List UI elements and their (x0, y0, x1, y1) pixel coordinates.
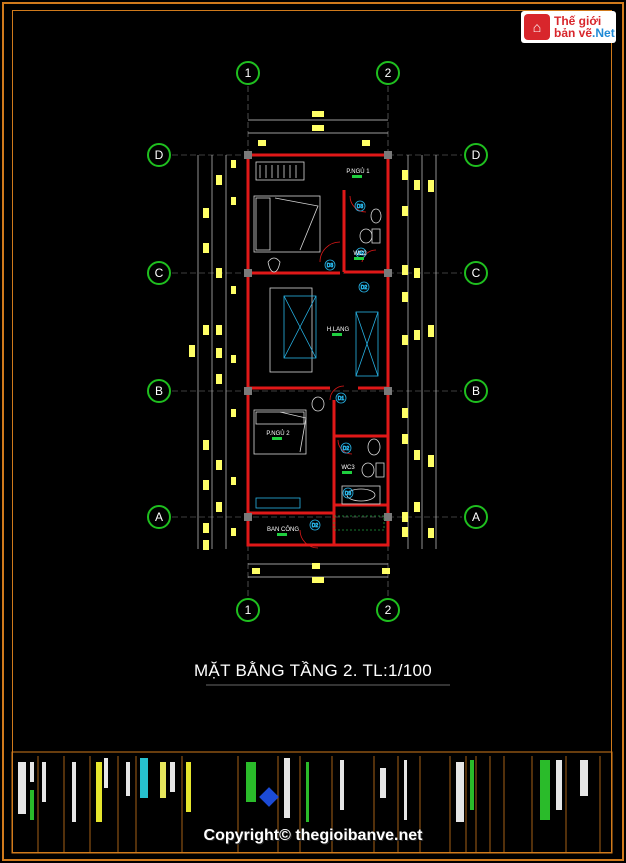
dimension-text (414, 330, 420, 340)
axis-label-2: 2 (385, 603, 392, 617)
dimension-text (428, 528, 434, 538)
dimension-text (252, 568, 260, 574)
dimension-text (402, 527, 408, 537)
logo-line1: Thế giới (554, 14, 602, 28)
house-icon: ⌂ (524, 14, 550, 40)
door-tag: D2 (343, 446, 350, 452)
dimension-text (231, 528, 236, 536)
dimension-text (231, 409, 236, 417)
dimension-text (216, 460, 222, 470)
door-tag: D3 (327, 263, 334, 269)
axis-bubble-B: B (147, 379, 171, 403)
axis-label-B: B (155, 384, 163, 398)
axis-bubble-1: 1 (236, 61, 260, 85)
axis-label-1: 1 (245, 603, 252, 617)
axis-label-2: 2 (385, 66, 392, 80)
dimension-text (231, 286, 236, 294)
site-logo[interactable]: ⌂ Thế giới bản vẽ.Net (521, 11, 616, 43)
logo-line2: bản vẽ (554, 26, 593, 40)
dimension-text (402, 335, 408, 345)
axis-bubble-2: 2 (376, 61, 400, 85)
dimension-text (402, 265, 408, 275)
dimension-text (216, 502, 222, 512)
room-label: P.NGỦ 1 (346, 168, 370, 175)
axis-label-1: 1 (245, 66, 252, 80)
dimension-text (216, 374, 222, 384)
dimension-text (414, 502, 420, 512)
dimension-text (231, 160, 236, 168)
axis-bubble-D: D (464, 143, 488, 167)
door-tag: D1 (338, 396, 345, 402)
dimension-text (382, 568, 390, 574)
axis-bubble-D: D (147, 143, 171, 167)
drawing-title: MẶT BẰNG TẦNG 2. TL:1/100 (193, 661, 433, 680)
dimension-text (312, 577, 324, 583)
room-label: WC2 (353, 251, 367, 257)
axis-bubble-1: 1 (236, 598, 260, 622)
axis-bubble-B: B (464, 379, 488, 403)
door-tag: D3 (345, 491, 352, 497)
door-tag: D2 (361, 285, 368, 291)
dimension-text (402, 434, 408, 444)
dimension-text (414, 450, 420, 460)
dimension-text (312, 125, 324, 131)
dimension-text (203, 540, 209, 550)
dimension-text (231, 355, 236, 363)
dimension-text (203, 440, 209, 450)
logo-suffix: .Net (592, 26, 615, 40)
axis-label-A: A (155, 510, 163, 524)
dimension-text (203, 208, 209, 218)
room-label: BAN CÔNG (267, 526, 299, 533)
dimension-text (414, 268, 420, 278)
dimension-text (312, 111, 324, 117)
dimension-text (402, 512, 408, 522)
axis-label-A: A (472, 510, 480, 524)
axis-bubble-A: A (464, 505, 488, 529)
dimension-text (428, 325, 434, 337)
axis-label-C: C (155, 266, 164, 280)
axis-label-C: C (472, 266, 481, 280)
dimension-text (203, 480, 209, 490)
dimension-text (362, 140, 370, 146)
dimension-text (216, 268, 222, 278)
axis-label-D: D (155, 148, 164, 162)
dimension-text (428, 455, 434, 467)
dimension-text (216, 348, 222, 358)
dimension-text (414, 180, 420, 190)
axis-bubble-C: C (147, 261, 171, 285)
dimension-text (203, 325, 209, 335)
axis-bubble-C: C (464, 261, 488, 285)
dimension-text (402, 292, 408, 302)
door-tag: D2 (358, 251, 365, 257)
axis-label-B: B (472, 384, 480, 398)
dimension-text (231, 477, 236, 485)
dimension-text (402, 170, 408, 180)
dimension-text (258, 140, 266, 146)
dimension-text (203, 243, 209, 253)
door-tag: D2 (312, 523, 319, 529)
door-tag: D3 (357, 204, 364, 210)
axis-label-D: D (472, 148, 481, 162)
dimension-text (189, 345, 195, 357)
room-label: H.LANG (327, 327, 350, 333)
dimension-text (203, 523, 209, 533)
dimension-text (402, 206, 408, 216)
room-label: P.NGỦ 2 (266, 430, 290, 437)
dimension-text (216, 175, 222, 185)
dimension-text (428, 180, 434, 192)
room-label: WC3 (341, 465, 355, 471)
copyright-text: Copyright© thegioibanve.net (203, 827, 423, 844)
axis-bubble-A: A (147, 505, 171, 529)
dimension-text (216, 325, 222, 335)
axis-bubble-2: 2 (376, 598, 400, 622)
dimension-text (231, 197, 236, 205)
dimension-text (402, 408, 408, 418)
dimension-text (312, 563, 320, 569)
